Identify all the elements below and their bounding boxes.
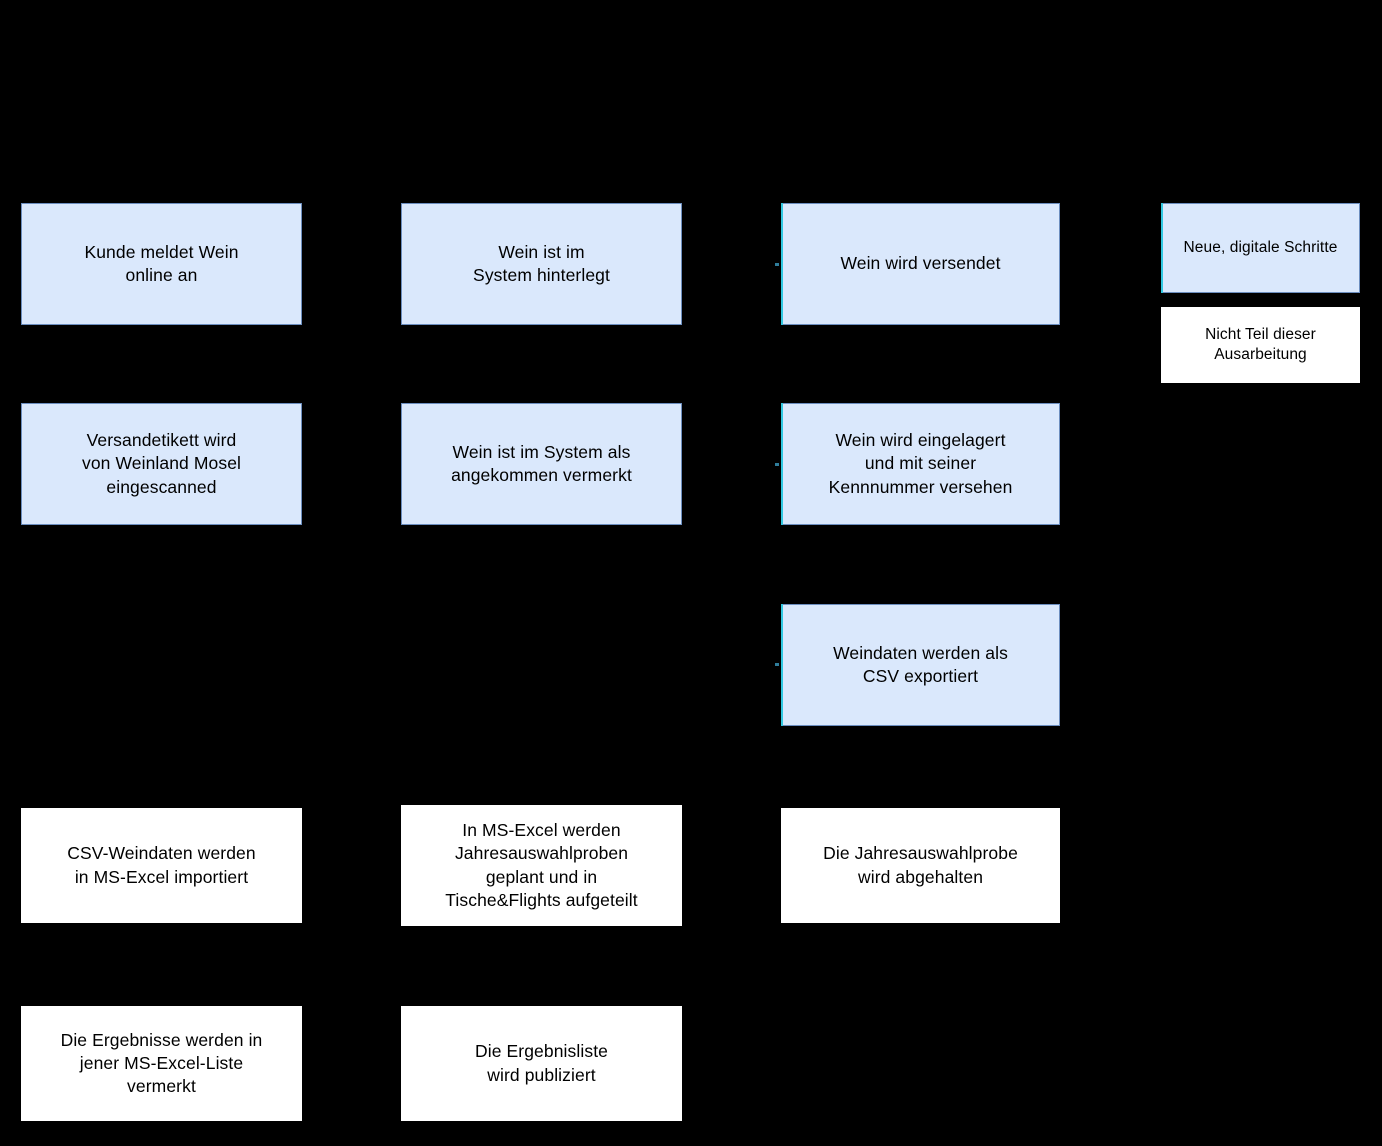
node-jahresauswahlproben-geplant[interactable]: In MS-Excel werden Jahresauswahlproben g… [401, 805, 682, 926]
legend-item-neue-digitale-schritte: Neue, digitale Schritte [1161, 203, 1360, 293]
node-wein-eingelagert-kennnummer[interactable]: Wein wird eingelagert und mit seiner Ken… [781, 403, 1060, 525]
node-wein-wird-versendet[interactable]: Wein wird versendet [781, 203, 1060, 325]
node-ergebnisse-vermerkt[interactable]: Die Ergebnisse werden in jener MS-Excel-… [21, 1006, 302, 1121]
legend-item-nicht-teil-dieser-ausarbeitung: Nicht Teil dieser Ausarbeitung [1161, 307, 1360, 383]
node-weindaten-csv-export[interactable]: Weindaten werden als CSV exportiert [781, 604, 1060, 726]
connector-stub-c3r3 [775, 663, 779, 666]
node-wein-ist-im-system-hinterlegt[interactable]: Wein ist im System hinterlegt [401, 203, 682, 325]
node-csv-weindaten-import[interactable]: CSV-Weindaten werden in MS-Excel importi… [21, 808, 302, 923]
connector-stub-c3r1 [775, 263, 779, 266]
connector-stub-c3r2 [775, 463, 779, 466]
node-wein-angekommen-vermerkt[interactable]: Wein ist im System als angekommen vermer… [401, 403, 682, 525]
node-versandetikett-wird-eingescanned[interactable]: Versandetikett wird von Weinland Mosel e… [21, 403, 302, 525]
node-kunde-meldet-wein-online-an[interactable]: Kunde meldet Wein online an [21, 203, 302, 325]
node-ergebnisliste-publiziert[interactable]: Die Ergebnisliste wird publiziert [401, 1006, 682, 1121]
node-jahresauswahlprobe-abgehalten[interactable]: Die Jahresauswahlprobe wird abgehalten [781, 808, 1060, 923]
